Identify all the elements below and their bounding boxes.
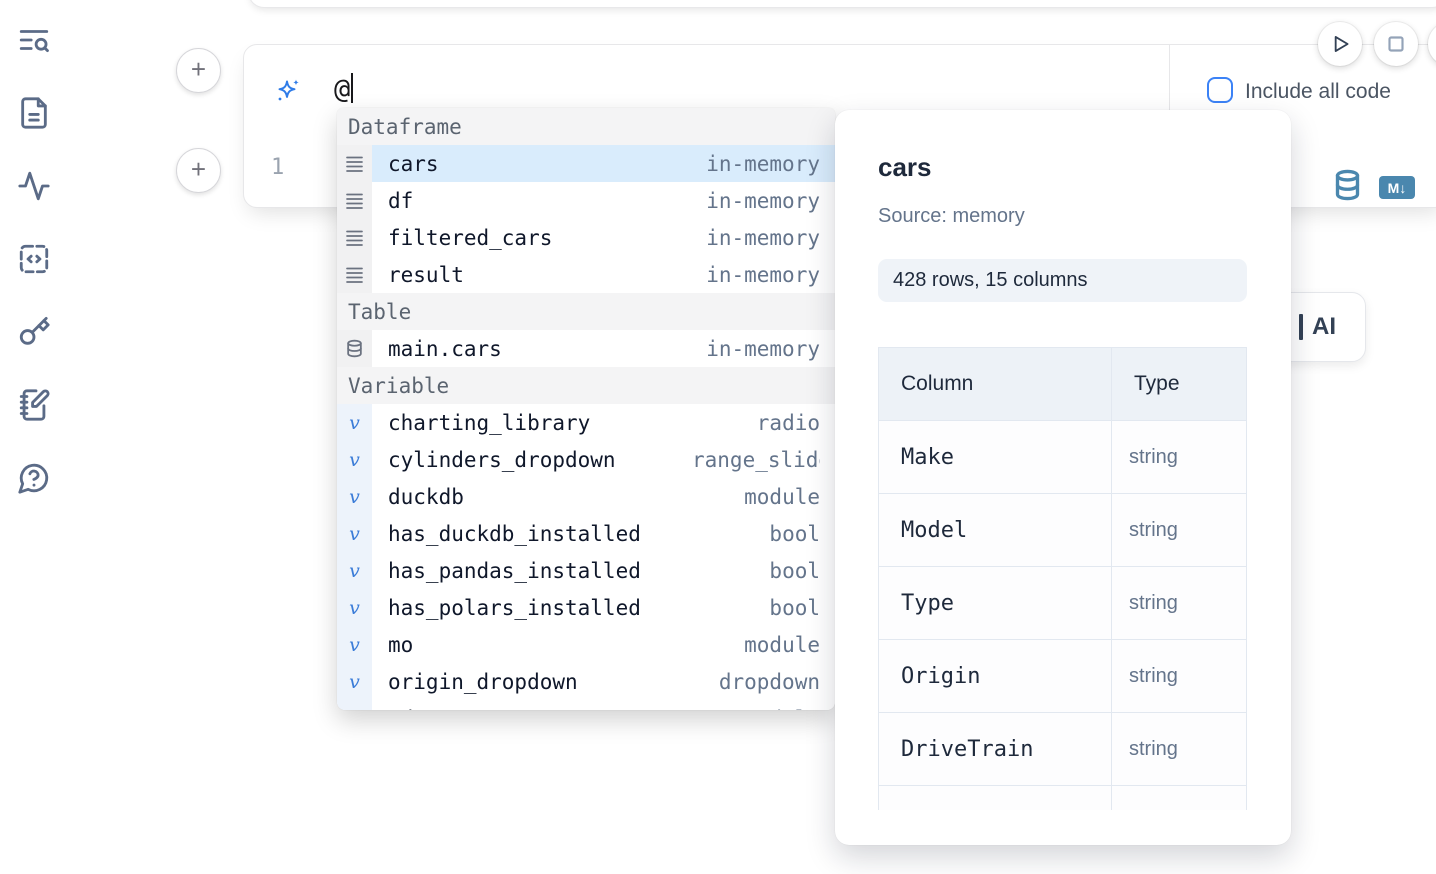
play-icon: [1334, 36, 1349, 52]
datasource-icon[interactable]: [1334, 169, 1361, 206]
variable-icon: v: [337, 552, 372, 589]
run-cell-button[interactable]: [1318, 22, 1362, 66]
text-search-icon[interactable]: [16, 22, 52, 58]
ai-prompt-row: @ Include all code: [244, 45, 1436, 137]
stop-icon: [1388, 36, 1404, 52]
variable-icon: v: [337, 626, 372, 663]
schema-row: Make string: [878, 420, 1247, 494]
cell-actions: M↓: [1334, 169, 1415, 206]
dataframe-rows-icon: [337, 219, 372, 256]
schema-row: Origin string: [878, 639, 1247, 713]
variable-icon: v: [337, 700, 372, 710]
variable-icon: v: [337, 663, 372, 700]
sparkles-icon: [278, 79, 299, 101]
markdown-icon[interactable]: M↓: [1379, 176, 1415, 199]
file-document-icon[interactable]: [16, 95, 52, 131]
divider: [1169, 45, 1170, 137]
column-header: Column: [878, 347, 1112, 421]
variable-icon: v: [337, 589, 372, 626]
schema-table-wrapper: Column Type Make string Model string Typ…: [878, 347, 1248, 810]
variable-icon: v: [337, 478, 372, 515]
schema-row: Type string: [878, 566, 1247, 640]
line-number: 1: [271, 155, 285, 180]
completion-item-pd-clipped[interactable]: v pdmodule: [337, 700, 835, 710]
add-cell-button-top[interactable]: +: [176, 48, 221, 93]
key-icon[interactable]: [16, 314, 52, 350]
include-all-code-checkbox[interactable]: [1207, 77, 1233, 103]
add-cell-button-bottom[interactable]: +: [176, 148, 221, 193]
sidebar: [16, 22, 56, 533]
code-block-icon[interactable]: [16, 241, 52, 277]
section-header-dataframe: Dataframe: [337, 108, 835, 145]
stop-button[interactable]: [1374, 22, 1418, 66]
variable-icon: v: [337, 441, 372, 478]
include-all-code-label: Include all code: [1245, 80, 1391, 103]
schema-row: DriveTrain string: [878, 712, 1247, 786]
previous-cell-edge: [248, 0, 1436, 8]
type-header: Type: [1111, 347, 1247, 421]
section-header-variable: Variable: [337, 367, 835, 404]
schema-table: Column Type Make string Model string Typ…: [878, 347, 1247, 810]
schema-row-clipped: [878, 785, 1247, 810]
extra-button-partial[interactable]: [1428, 22, 1436, 66]
section-header-table: Table: [337, 293, 835, 330]
shape-badge: 428 rows, 15 columns: [878, 259, 1247, 302]
preview-title: cars: [878, 152, 932, 182]
dataframe-rows-icon: [337, 182, 372, 219]
ai-prompt-input[interactable]: @: [334, 73, 354, 105]
dataframe-rows-icon: [337, 145, 372, 182]
text-caret: [351, 73, 354, 103]
preview-source: Source: memory: [878, 205, 1025, 227]
clipped-glyph: [1299, 314, 1303, 340]
notebook-pen-icon[interactable]: [16, 387, 52, 423]
help-chat-icon[interactable]: [16, 460, 52, 496]
dataframe-preview-panel: cars Source: memory 428 rows, 15 columns…: [835, 110, 1291, 845]
variable-icon: v: [337, 515, 372, 552]
activity-icon[interactable]: [16, 168, 52, 204]
schema-row: Model string: [878, 493, 1247, 567]
dataframe-rows-icon: [337, 256, 372, 293]
schema-header-row: Column Type: [878, 347, 1247, 421]
variable-icon: v: [337, 404, 372, 441]
table-database-icon: [337, 330, 372, 367]
